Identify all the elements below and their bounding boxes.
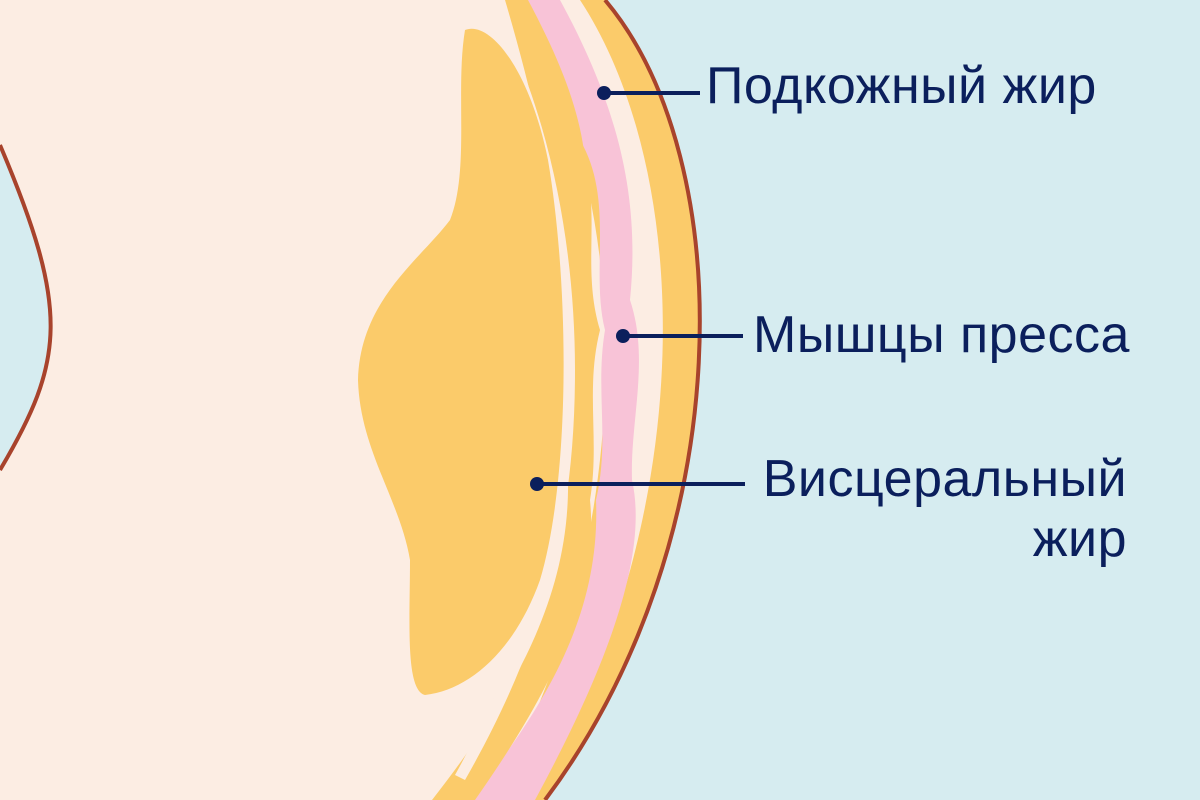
label-visceral-fat-line1: Висцеральный — [762, 450, 1127, 508]
abs-muscle-layer — [470, 0, 639, 800]
pointer-dot-abs — [616, 329, 630, 343]
back-outline-left — [0, 144, 53, 472]
peritoneal-band — [455, 40, 575, 780]
pointer-dot-visceral — [530, 477, 544, 491]
label-abs-muscles: Мышцы пресса — [753, 306, 1130, 364]
pointer-dot-subcutaneous — [597, 86, 611, 100]
label-visceral-fat: Висцеральный жир — [757, 449, 1127, 569]
visceral-fat-blob — [358, 28, 564, 696]
label-subcutaneous-fat: Подкожный жир — [706, 57, 1097, 115]
skin-outline-right — [543, 0, 702, 800]
label-visceral-fat-line2: жир — [1032, 510, 1127, 568]
